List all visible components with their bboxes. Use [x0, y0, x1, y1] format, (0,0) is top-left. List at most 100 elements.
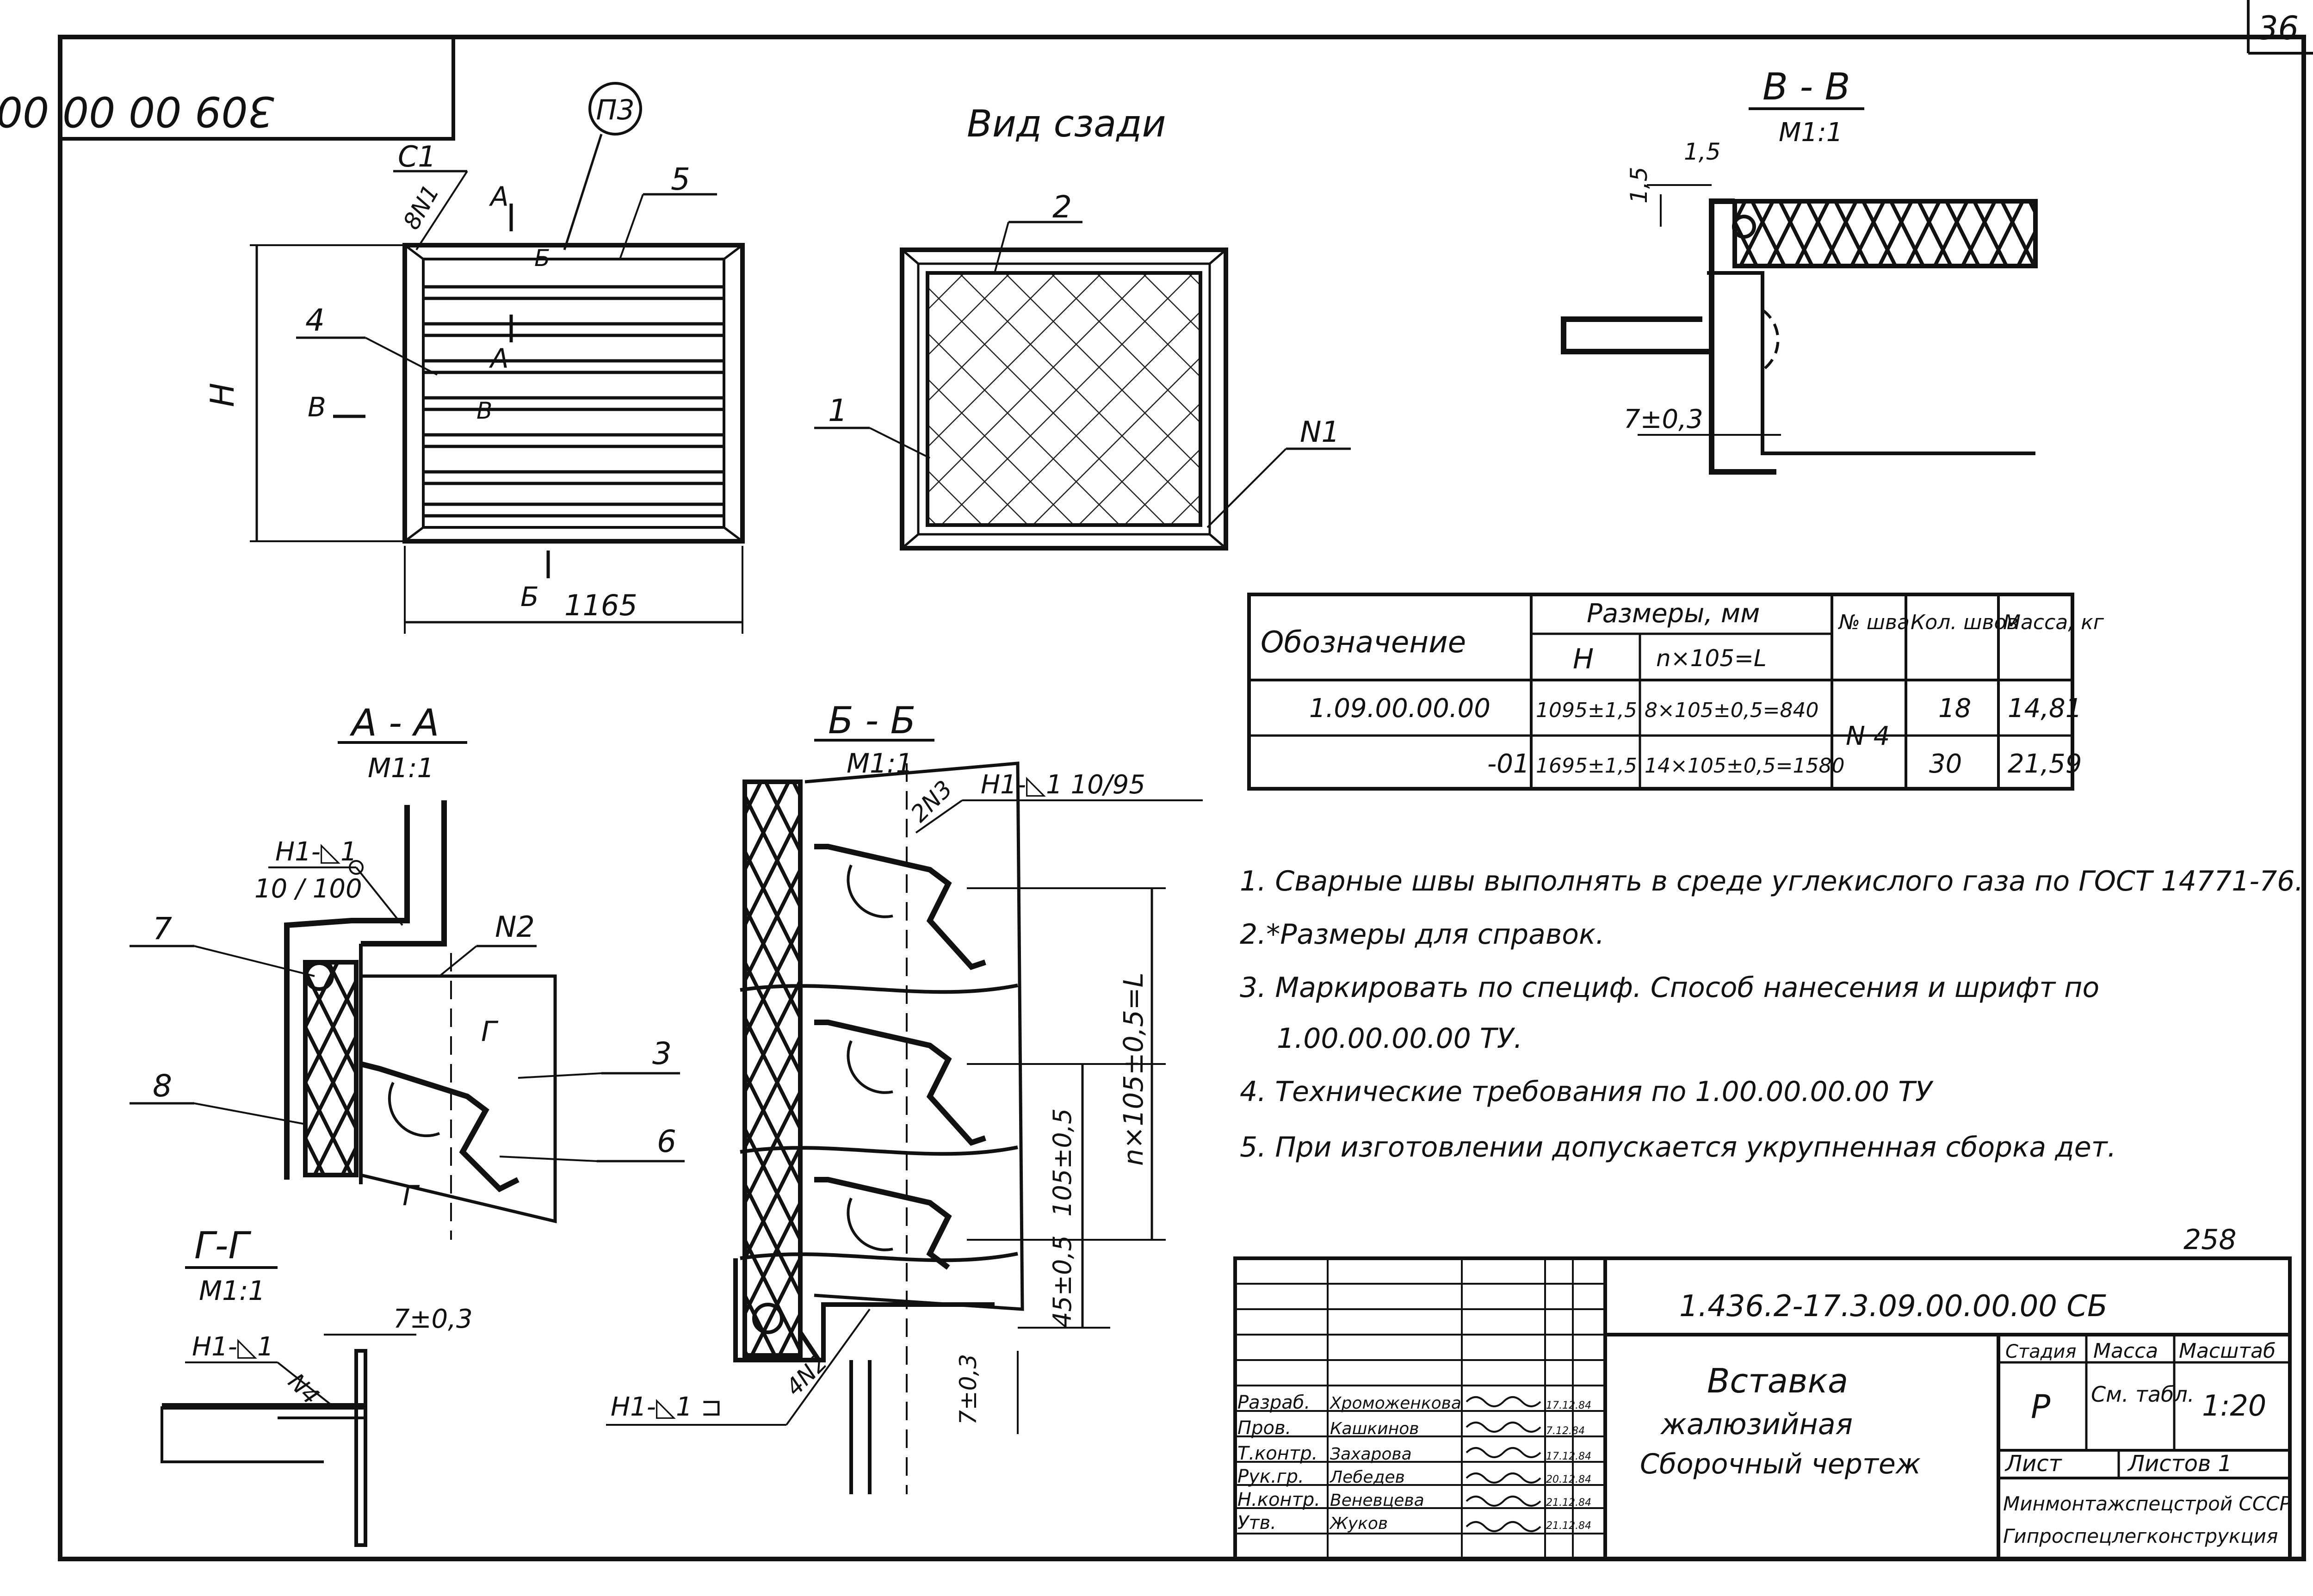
- doc-code: 1.436.2-17.3.09.00.00.00 СБ: [1679, 1289, 2108, 1324]
- th-h: Н: [1573, 643, 1594, 675]
- dim-7-gg: 7±0,3: [393, 1304, 473, 1334]
- note-2: 2.*Размеры для справок.: [1240, 918, 1604, 951]
- staff-date-3: 20.12.84: [1546, 1474, 1591, 1485]
- row2-count: 30: [1929, 749, 1962, 779]
- staff-role-5: Утв.: [1237, 1512, 1276, 1534]
- weld-aa-2: 10 / 100: [254, 874, 362, 904]
- dim-width: 1165: [564, 588, 637, 622]
- staff-date-2: 17.12.84: [1546, 1451, 1591, 1462]
- label-4: 4: [305, 303, 325, 338]
- label-7: 7: [153, 911, 172, 946]
- weld-aa: Н1-◺1: [275, 837, 357, 867]
- staff-name-1: Кашкинов: [1330, 1419, 1419, 1438]
- label-6: 6: [657, 1124, 676, 1159]
- dim-1-5-h: 1,5: [1684, 138, 1721, 165]
- staff-date-4: 21.12.84: [1546, 1497, 1591, 1509]
- row1-count: 18: [1938, 693, 1971, 724]
- label-2: 2: [1052, 189, 1072, 225]
- label-n1: N1: [1300, 415, 1340, 449]
- page-number: 36: [2257, 9, 2299, 47]
- staff-role-0: Разраб.: [1237, 1392, 1310, 1413]
- mark-b-bottom: Б: [520, 581, 539, 612]
- scale-label: Масштаб: [2179, 1339, 2276, 1363]
- title-block: 1.436.2-17.3.09.00.00.00 СБ Вставка жалю…: [1233, 1256, 2292, 1561]
- stage-value: Р: [2031, 1388, 2051, 1426]
- row2-h: 1695±1,5: [1536, 754, 1637, 778]
- dim-7-vv: 7±0,3: [1624, 404, 1703, 434]
- mark-v-right: В: [476, 397, 492, 424]
- row2-designation: -01: [1487, 749, 1529, 779]
- staff-date-1: 7.12.84: [1546, 1425, 1585, 1437]
- th-mass: Масса, кг: [2003, 611, 2104, 634]
- label-3: 3: [652, 1036, 672, 1071]
- dim-h: Н: [204, 383, 241, 407]
- staff-role-3: Рук.гр.: [1237, 1466, 1304, 1487]
- mass-label: Масса: [2093, 1339, 2158, 1363]
- signature-scribbles: [1466, 1396, 1541, 1532]
- mark-a-bottom: А: [489, 343, 509, 374]
- front-view: Н 1165 С1 8N1 П3 5 4 А Б А В В Б: [204, 82, 745, 634]
- th-sizes: Размеры, мм: [1587, 599, 1760, 629]
- label-c1: С1: [398, 140, 436, 173]
- staff-role-1: Пров.: [1237, 1417, 1291, 1439]
- row1-nl: 8×105±0,5=840: [1645, 699, 1819, 722]
- dim-105: 105±0,5: [1048, 1108, 1077, 1217]
- rear-view-title: Вид сзади: [967, 102, 1166, 145]
- dim-1-5-v: 1,5: [1626, 167, 1652, 204]
- row1-h: 1095±1,5: [1536, 699, 1637, 722]
- sheets-label: Листов 1: [2127, 1451, 2232, 1477]
- label-p3: П3: [596, 94, 634, 126]
- scale-value: 1:20: [2202, 1389, 2266, 1423]
- section-aa-title: А - А: [349, 701, 439, 744]
- name-line3: Сборочный чертеж: [1640, 1448, 1921, 1480]
- row2-mass: 21,59: [2008, 749, 2082, 779]
- note-1: 1. Сварные швы выполнять в среде углекис…: [1240, 865, 2303, 897]
- slat-profiles: [814, 844, 986, 1270]
- rear-view: Вид сзади 2 1 N1: [814, 102, 1351, 551]
- section-aa: А - А М1:1 Н1-◺1 10 / 100 7 8 N2 3 6 Г Г: [130, 701, 685, 1240]
- section-gg-title: Г-Г: [194, 1224, 251, 1267]
- note-3: 3. Маркировать по специф. Способ нанесен…: [1240, 971, 2099, 1004]
- th-designation: Обозначение: [1261, 625, 1466, 660]
- mark-a-top: А: [489, 181, 509, 212]
- section-gg-scale: М1:1: [199, 1275, 265, 1306]
- name-line1: Вставка: [1707, 1361, 1848, 1400]
- th-nl: n×105=L: [1656, 645, 1767, 672]
- mark-g-1: Г: [481, 1015, 499, 1048]
- org-line1: Минмонтажспецстрой СССР: [2003, 1492, 2291, 1515]
- notes: 1. Сварные швы выполнять в среде углекис…: [1240, 865, 2303, 1256]
- mark-v-left: В: [308, 391, 326, 423]
- bottom-number: 258: [2183, 1224, 2237, 1256]
- data-table: Обозначение Размеры, мм Н n×105=L № шва …: [1247, 593, 2104, 791]
- label-n2-aa: N2: [495, 910, 535, 944]
- label-5: 5: [671, 161, 690, 197]
- section-vv: В - В М1:1 1,5 1,5 7±0,3: [1561, 65, 2038, 475]
- staff-date-0: 17.12.84: [1546, 1400, 1591, 1411]
- dim-7-bb: 7±0,3: [955, 1354, 982, 1425]
- row1-mass: 14,81: [2008, 693, 2082, 724]
- staff-name-3: Лебедев: [1329, 1468, 1405, 1487]
- dim-nL: n×105±0,5=L: [1118, 972, 1149, 1166]
- staff-name-5: Жуков: [1329, 1514, 1388, 1533]
- th-weld: № шва: [1837, 611, 1910, 634]
- mark-g-2: Г: [402, 1180, 420, 1212]
- weld-gg: Н1-◺1: [192, 1332, 274, 1362]
- dim-45: 45±0,5: [1048, 1235, 1077, 1328]
- staff-name-0: Хроможенкова: [1329, 1394, 1461, 1413]
- staff-date-5: 21.12.84: [1546, 1520, 1591, 1532]
- label-1: 1: [828, 393, 847, 428]
- stage-label: Стадия: [2005, 1341, 2076, 1362]
- staff-name-4: Веневцева: [1330, 1491, 1424, 1510]
- row2-nl: 14×105±0,5=1580: [1645, 754, 1845, 778]
- section-aa-scale: М1:1: [368, 752, 434, 784]
- row1-designation: 1.09.00.00.00: [1309, 693, 1490, 724]
- section-bb: Б - Б М1:1 Н1-◺1 10/95 2N3 n×10: [606, 699, 1203, 1494]
- org-line2: Гипроспецлегконструкция: [2003, 1525, 2278, 1547]
- section-vv-scale: М1:1: [1779, 118, 1843, 148]
- th-count: Кол. швов: [1911, 611, 2018, 634]
- note-5: 5. При изготовлении допускается укрупнен…: [1240, 1131, 2116, 1163]
- section-bb-title: Б - Б: [828, 699, 916, 742]
